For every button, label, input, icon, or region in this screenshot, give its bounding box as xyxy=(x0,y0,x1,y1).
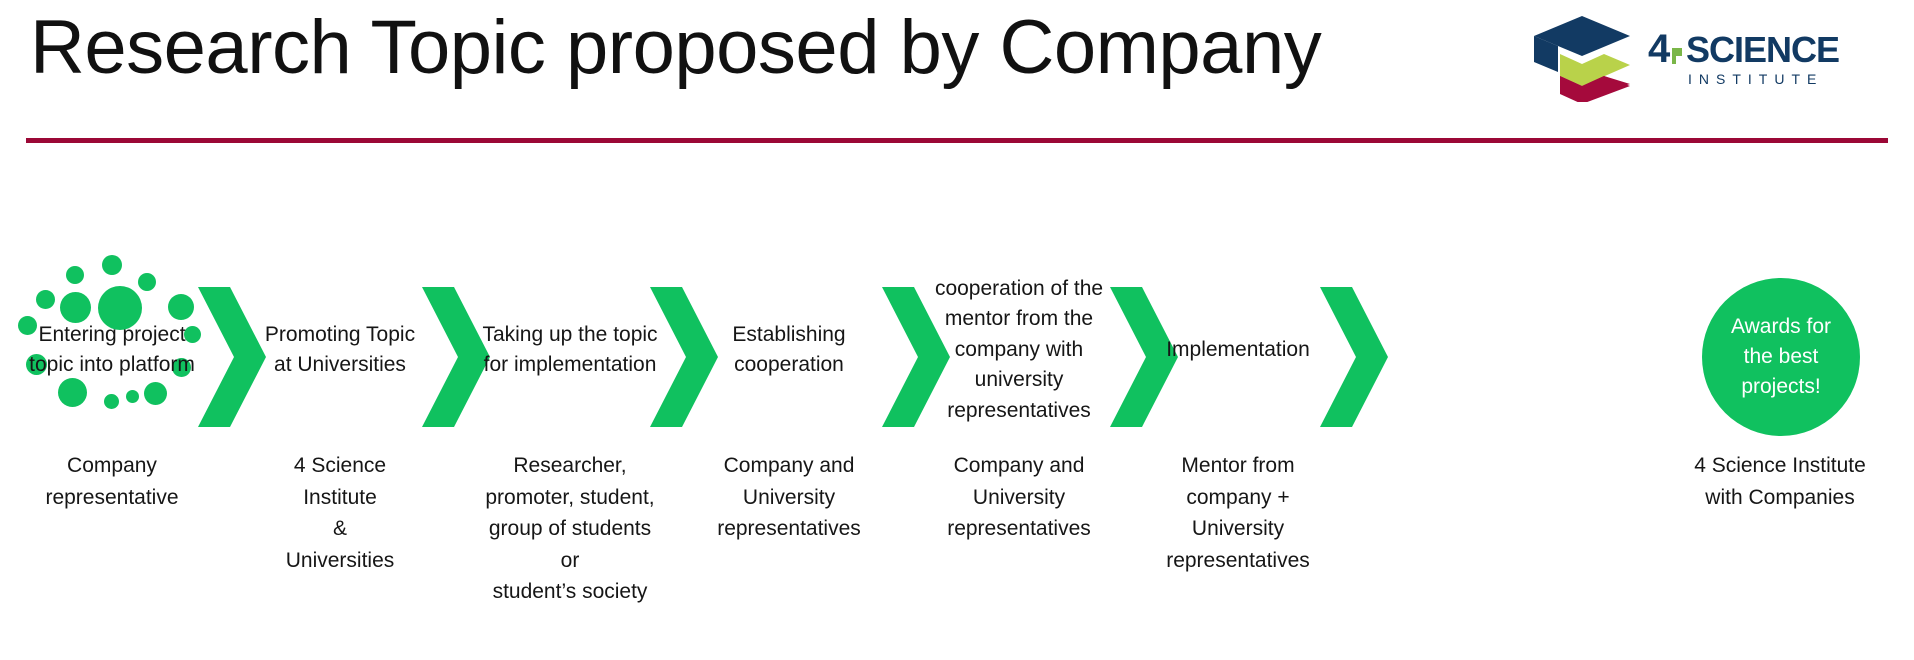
award-label: Awards for the best projects! xyxy=(1731,315,1831,398)
chevron-right-icon xyxy=(422,287,490,427)
stage-label: Establishing cooperation xyxy=(732,322,846,376)
stage-actor: Researcher, promoter, student, group of … xyxy=(485,454,655,603)
svg-text:INSTITUTE: INSTITUTE xyxy=(1688,71,1823,87)
stage-establishing-cooperation[interactable]: Establishing cooperation Company and Uni… xyxy=(700,150,878,660)
page-title: Research Topic proposed by Company xyxy=(30,5,1322,90)
svg-text:4: 4 xyxy=(1648,27,1671,71)
process-flow-diagram: Entering project topic into platform Com… xyxy=(0,150,1914,660)
chevron-right-icon xyxy=(882,287,950,427)
stage-label-wrap: Establishing cooperation xyxy=(700,255,878,445)
logo-mark-icon xyxy=(1534,16,1630,102)
chevron-right-icon xyxy=(1320,287,1388,427)
stage-mentor-cooperation[interactable]: cooperation of the mentor from the compa… xyxy=(930,150,1108,660)
stage-actor: Company and University representatives xyxy=(947,454,1091,540)
stage-label-wrap: Promoting Topic at Universities xyxy=(258,255,422,445)
stage-implementation[interactable]: Implementation Mentor from company + Uni… xyxy=(1150,150,1326,660)
stage-taking-up-topic[interactable]: Taking up the topic for implementation R… xyxy=(478,150,662,660)
stage-label-wrap: cooperation of the mentor from the compa… xyxy=(930,232,1108,468)
stage-label-wrap: Taking up the topic for implementation xyxy=(478,255,662,445)
stage-awards[interactable]: 4 Science Institute with Companies xyxy=(1655,150,1905,660)
chevron-right-icon xyxy=(1110,287,1178,427)
stage-actor: Company representative xyxy=(45,454,179,509)
stage-label-wrap: Implementation xyxy=(1150,255,1326,445)
stage-entering-project-topic[interactable]: Entering project topic into platform Com… xyxy=(0,150,224,660)
title-divider-rule xyxy=(26,138,1888,143)
circle-badge-icon[interactable]: Awards for the best projects! xyxy=(1702,278,1860,436)
dot-cluster-icon xyxy=(6,250,216,435)
stage-label-wrap: Entering project topic into platform xyxy=(0,255,224,445)
stage-promoting-topic[interactable]: Promoting Topic at Universities 4 Scienc… xyxy=(258,150,422,660)
stage-label: cooperation of the mentor from the compa… xyxy=(934,276,1104,422)
stage-label: Promoting Topic at Universities xyxy=(264,322,416,376)
stage-actor: Company and University representatives xyxy=(717,454,861,540)
stage-label: Taking up the topic for implementation xyxy=(482,322,658,376)
brand-logo: 4 SCIENCE INSTITUTE xyxy=(1520,8,1900,104)
logo-wordmark-icon: 4 SCIENCE INSTITUTE xyxy=(1648,27,1840,87)
chevron-right-icon xyxy=(650,287,718,427)
stage-actor: Mentor from company + University represe… xyxy=(1166,454,1310,572)
stage-actor: 4 Science Institute & Universities xyxy=(285,454,395,572)
stage-label: Implementation xyxy=(1166,337,1310,361)
slide-header: Research Topic proposed by Company 4 SCI… xyxy=(0,0,1914,150)
svg-text:SCIENCE: SCIENCE xyxy=(1686,29,1839,70)
stage-actor: 4 Science Institute with Companies xyxy=(1694,454,1866,509)
stage-label: Entering project topic into platform xyxy=(29,322,195,376)
chevron-right-icon xyxy=(198,287,266,427)
